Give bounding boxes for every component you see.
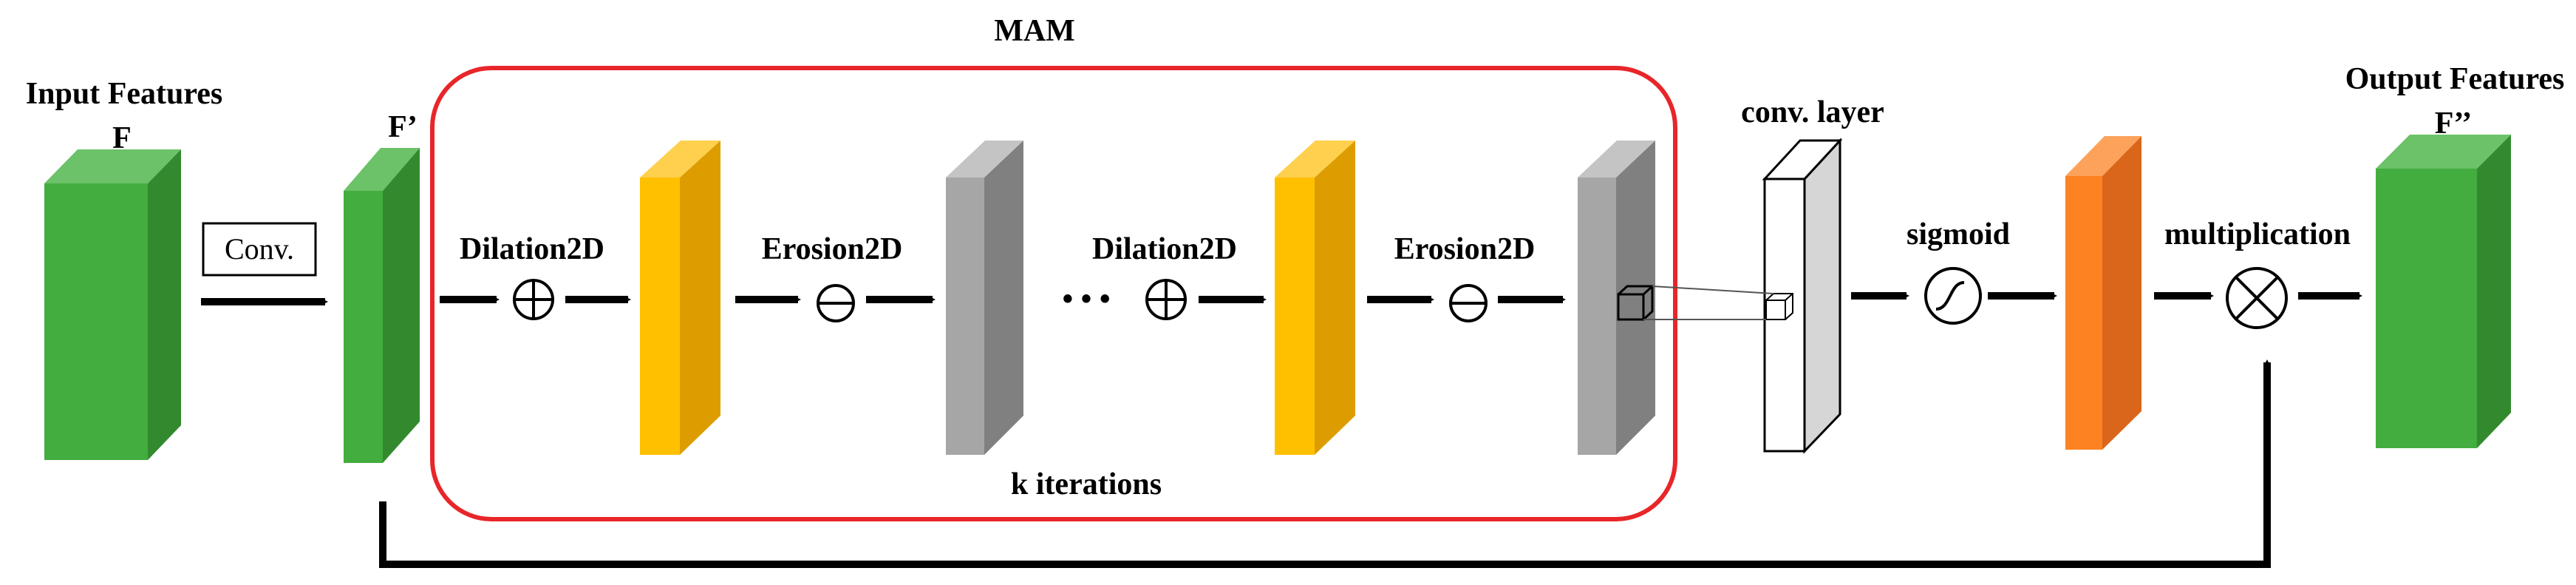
sigmoid-icon xyxy=(1924,267,1982,325)
conv-box xyxy=(202,222,317,277)
output-features-block xyxy=(2376,135,2511,448)
multiplication-label: multiplication xyxy=(2164,217,2351,251)
erosion2-output-block xyxy=(1578,141,1655,455)
attention-map-block xyxy=(2065,136,2141,450)
ellipsis-dots: • • • xyxy=(1062,283,1110,317)
conv-layer-block xyxy=(1762,138,1843,454)
erosion1-label: Erosion2D xyxy=(762,232,903,266)
input-symbol: F xyxy=(112,121,132,155)
input-features-block xyxy=(44,149,181,460)
k-iterations-label: k iterations xyxy=(1011,467,1162,501)
conv-layer-label: conv. layer xyxy=(1741,95,1884,129)
sigmoid-label: sigmoid xyxy=(1907,217,2010,251)
multiply-operator-icon xyxy=(2226,267,2288,329)
f-prime-block xyxy=(344,148,420,463)
f-prime-label: F’ xyxy=(388,110,418,144)
dilation-operator-icon xyxy=(513,279,554,320)
erosion1-output-block xyxy=(946,141,1023,455)
erosion-operator-icon xyxy=(1449,284,1488,322)
conv-output-cube xyxy=(1765,293,1793,320)
dilation2-label: Dilation2D xyxy=(1092,232,1237,266)
dilation1-output-block xyxy=(640,141,720,455)
dilation1-label: Dilation2D xyxy=(460,232,604,266)
projection-line-top xyxy=(1652,285,1774,294)
conv-box-label: Conv. xyxy=(225,232,294,266)
dilation-operator-icon xyxy=(1145,279,1187,320)
skip-connection-line xyxy=(379,359,2271,568)
dilation2-output-block xyxy=(1275,141,1355,455)
mam-title: MAM xyxy=(994,14,1075,48)
erosion2-label: Erosion2D xyxy=(1394,232,1536,266)
input-features-label: Input Features xyxy=(26,77,222,111)
erosion-operator-icon xyxy=(817,284,855,322)
output-features-label: Output Features xyxy=(2345,62,2565,96)
mam-module-box xyxy=(430,66,1677,521)
